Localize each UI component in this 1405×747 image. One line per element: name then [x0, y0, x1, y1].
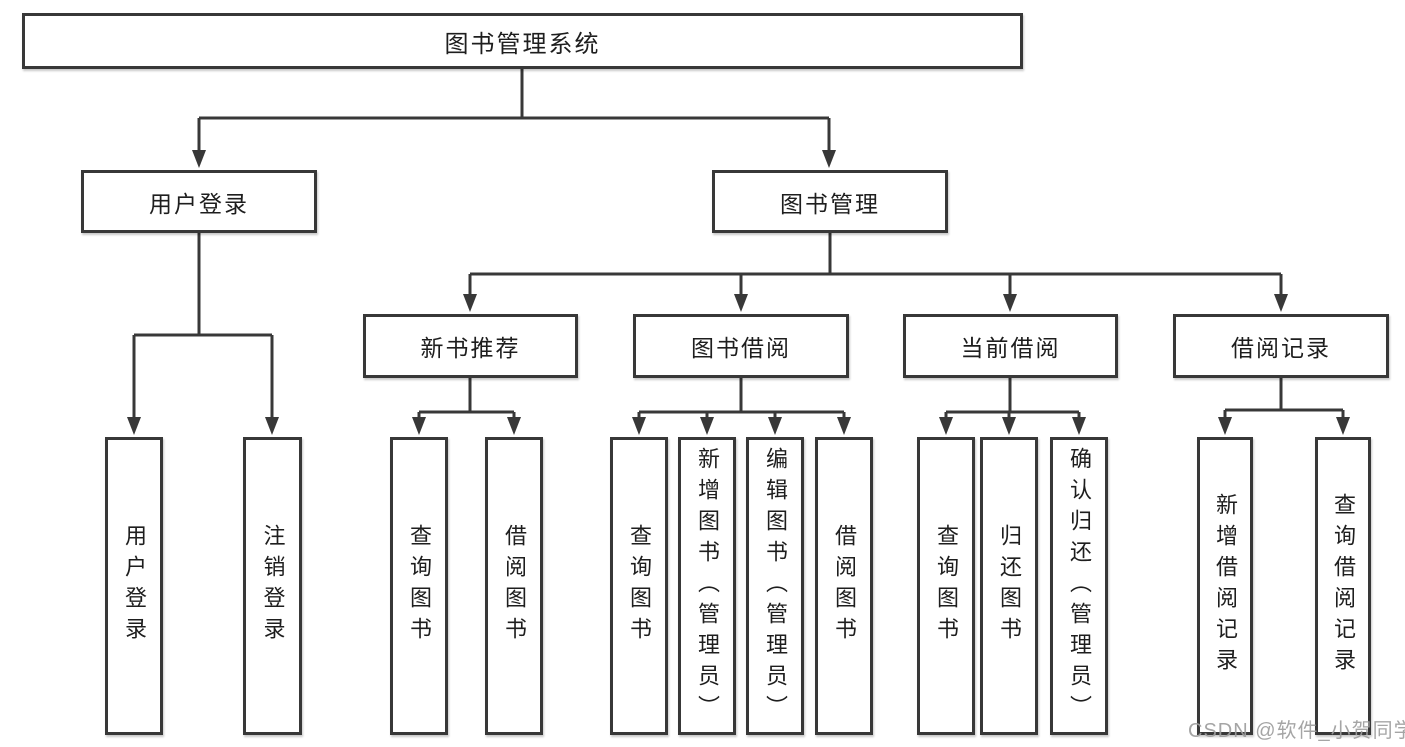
- node-system-root: 图书管理系统: [22, 13, 1023, 69]
- arrowheads: [127, 150, 1350, 435]
- node-label: 图书管理系统: [444, 30, 601, 58]
- node-label: 图书管理: [780, 190, 880, 217]
- node-label: 确认归还（管理员）: [1067, 446, 1092, 726]
- leaf-confirm-return-admin: 确认归还（管理员）: [1050, 437, 1108, 735]
- node-user-login-branch: 用户登录: [81, 170, 317, 233]
- leaf-borrow-books-recommend: 借阅图书: [485, 437, 543, 735]
- node-label: 图书借阅: [691, 335, 791, 361]
- node-label: 当前借阅: [960, 335, 1061, 361]
- leaf-user-login: 用户登录: [105, 437, 163, 735]
- leaf-add-books-admin: 新增图书（管理员）: [678, 437, 736, 735]
- leaf-logout: 注销登录: [243, 437, 302, 735]
- leaf-query-books-recommend: 查询图书: [390, 437, 448, 735]
- node-label: 查询图书: [407, 524, 432, 648]
- node-current-borrowing: 当前借阅: [903, 314, 1118, 378]
- leaf-query-books-borrowing: 查询图书: [610, 437, 668, 735]
- leaf-edit-books-admin: 编辑图书（管理员）: [746, 437, 804, 735]
- node-book-management-branch: 图书管理: [712, 170, 948, 233]
- node-label: 用户登录: [122, 524, 147, 648]
- leaf-query-books-current: 查询图书: [917, 437, 975, 735]
- leaf-add-borrow-record: 新增借阅记录: [1197, 437, 1253, 735]
- node-label: 新书推荐: [420, 335, 521, 361]
- node-new-book-recommend: 新书推荐: [363, 314, 578, 378]
- csdn-watermark: CSDN @软件_小贺同学: [1188, 720, 1405, 742]
- node-label: 借阅图书: [502, 524, 527, 648]
- node-label: 用户登录: [149, 190, 249, 217]
- node-label: 借阅图书: [832, 524, 857, 648]
- node-label: 新增借阅记录: [1213, 493, 1238, 679]
- node-book-borrowing: 图书借阅: [633, 314, 849, 378]
- node-label: 注销登录: [260, 524, 286, 648]
- node-borrowing-records: 借阅记录: [1173, 314, 1389, 378]
- node-label: 编辑图书（管理员）: [763, 446, 788, 726]
- node-label: 借阅记录: [1231, 335, 1331, 361]
- leaf-borrow-books: 借阅图书: [815, 437, 873, 735]
- node-label: 新增图书（管理员）: [695, 446, 720, 726]
- leaf-query-borrow-record: 查询借阅记录: [1315, 437, 1371, 735]
- node-label: 查询图书: [627, 524, 652, 648]
- node-label: 查询借阅记录: [1331, 493, 1356, 679]
- node-label: 查询图书: [934, 524, 959, 648]
- node-label: 归还图书: [997, 524, 1022, 648]
- leaf-return-books: 归还图书: [980, 437, 1038, 735]
